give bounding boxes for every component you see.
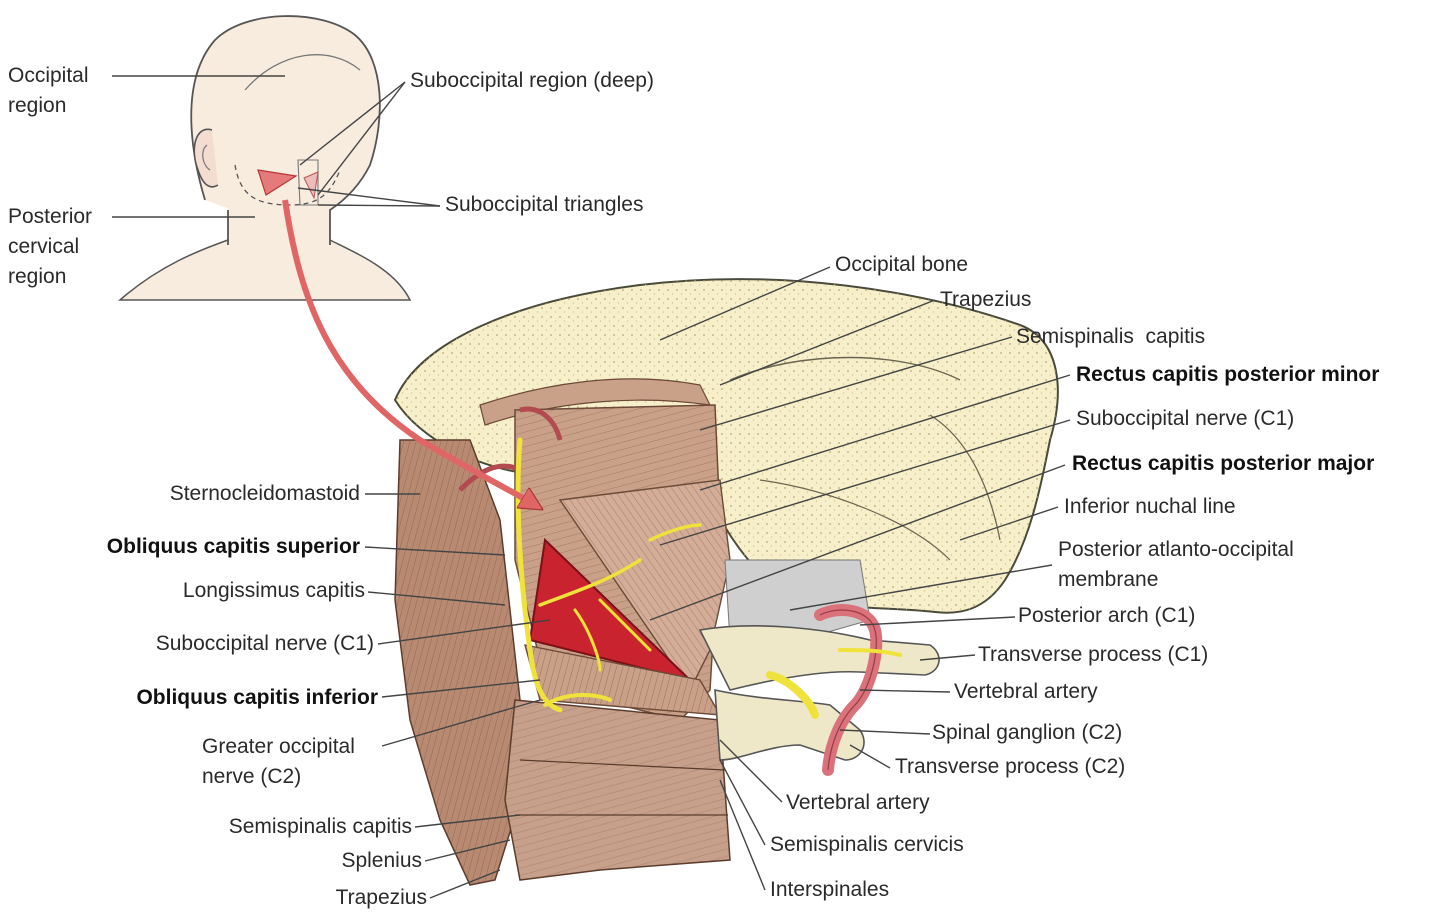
label-posterior-arch-c1: Posterior arch (C1) xyxy=(1018,604,1196,627)
label-vertebral-artery-right: Vertebral artery xyxy=(954,680,1098,703)
label-trapezius-bottom: Trapezius xyxy=(335,886,427,909)
label-suboccipital-nerve-right: Suboccipital nerve (C1) xyxy=(1076,407,1295,430)
c2-vertebra-shape xyxy=(714,688,865,761)
label-interspinales: Interspinales xyxy=(770,878,890,901)
label-posterior-cervical-region: Posterior cervical region xyxy=(8,205,93,288)
inset-shoulders xyxy=(118,239,412,301)
label-longissimus-capitis: Longissimus capitis xyxy=(182,579,365,602)
inset-hairline xyxy=(244,54,361,91)
label-obliquus-capitis-inferior: Obliquus capitis inferior xyxy=(136,686,378,709)
inset-ear xyxy=(193,128,219,188)
inset-head-illustration xyxy=(118,15,412,301)
inset-suboccipital-triangle xyxy=(257,169,298,196)
nerves xyxy=(515,437,902,719)
label-splenius: Splenius xyxy=(341,849,422,872)
label-occipital-bone: Occipital bone xyxy=(835,253,969,276)
leader-lines xyxy=(112,75,1071,899)
label-transverse-process-c2: Transverse process (C2) xyxy=(895,755,1126,778)
label-suboccipital-region-deep: Suboccipital region (deep) xyxy=(410,69,654,92)
label-spinal-ganglion-c2: Spinal ganglion (C2) xyxy=(932,721,1123,744)
label-sternocleidomastoid: Sternocleidomastoid xyxy=(169,482,360,505)
label-semispinalis-capitis-top: Semispinalis capitis xyxy=(1016,325,1206,348)
c1-vertebra-shape xyxy=(698,625,940,691)
label-suboccipital-triangles: Suboccipital triangles xyxy=(445,193,644,216)
label-suboccipital-nerve-left: Suboccipital nerve (C1) xyxy=(155,632,374,655)
label-vertebral-artery-bottom: Vertebral artery xyxy=(786,791,930,814)
label-semispinalis-cervicis: Semispinalis cervicis xyxy=(770,833,964,856)
inset-head-outline xyxy=(190,15,381,245)
inset-suboccipital-outline xyxy=(234,164,341,206)
label-obliquus-capitis-superior: Obliquus capitis superior xyxy=(106,535,360,558)
label-rectus-capitis-posterior-minor: Rectus capitis posterior minor xyxy=(1076,363,1380,386)
label-semispinalis-capitis-bottom: Semispinalis capitis xyxy=(228,815,412,838)
label-rectus-capitis-posterior-major: Rectus capitis posterior major xyxy=(1072,452,1375,475)
label-inferior-nuchal-line: Inferior nuchal line xyxy=(1064,495,1236,518)
label-posterior-atlanto-occipital-membrane: Posterior atlanto-occipital membrane xyxy=(1058,538,1294,591)
label-transverse-process-c1: Transverse process (C1) xyxy=(978,643,1209,666)
callout-arrow xyxy=(282,199,535,505)
label-greater-occipital-nerve: Greater occipital nerve (C2) xyxy=(202,735,355,788)
label-trapezius-top: Trapezius xyxy=(940,288,1032,311)
label-occipital-region: Occipital region xyxy=(8,64,89,117)
